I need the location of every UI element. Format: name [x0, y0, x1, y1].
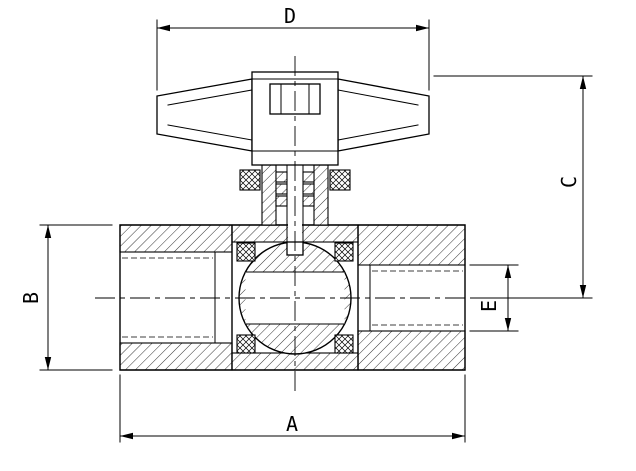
- seat-rings: [236, 242, 354, 354]
- packing-ring-left-1: [275, 171, 288, 183]
- dim-a-arrow-right: [452, 432, 465, 440]
- right-endcap-bottom-wall-hatch: [357, 330, 466, 371]
- left-endcap-top-wall-hatch: [119, 224, 233, 253]
- packing-ring-right-3: [302, 195, 315, 207]
- right-endcap-top-wall-hatch: [357, 224, 466, 266]
- left-endcap-bottom-wall-hatch: [119, 342, 233, 371]
- bonnet-packing: [239, 164, 351, 226]
- dim-d-arrow-right: [416, 24, 429, 32]
- seat-ring-bottom-left: [236, 334, 256, 354]
- dim-b-extension-lines: [39, 224, 113, 371]
- dim-d-label: D: [284, 4, 296, 28]
- dim-e-extension-lines: [469, 264, 519, 332]
- dim-d-arrow-left: [157, 24, 170, 32]
- dim-e-label: E: [477, 300, 501, 312]
- seat-ring-top-right: [334, 242, 354, 262]
- centerlines: [95, 56, 497, 394]
- hex-nut-flats: [280, 83, 310, 115]
- dimension-d: D: [156, 4, 430, 91]
- packing-ring-right-1: [302, 171, 315, 183]
- dim-b-label: B: [19, 292, 43, 304]
- dimension-b: B: [19, 224, 113, 371]
- thread-lines: [122, 257, 463, 338]
- dim-a-extension-lines: [119, 374, 466, 443]
- dim-c-label: C: [557, 176, 581, 188]
- dim-b-arrow-top: [44, 225, 52, 238]
- gland-nut-left-section: [239, 169, 261, 191]
- packing-ring-left-3: [275, 195, 288, 207]
- dim-a-label: A: [286, 412, 298, 436]
- dim-c-arrow-top: [579, 76, 587, 89]
- bonnet-wall-right-hatch: [313, 164, 329, 226]
- packing-ring-right-2: [302, 183, 315, 195]
- dim-a-arrow-left: [120, 432, 133, 440]
- dim-d-extension-lines: [156, 19, 430, 91]
- stem-shaft-edges: [286, 164, 304, 243]
- dimension-c: C: [433, 75, 593, 299]
- dimension-a: A: [119, 374, 466, 443]
- dim-e-arrow-bottom: [504, 318, 512, 331]
- seat-ring-top-left: [236, 242, 256, 262]
- dimension-e: E: [469, 264, 519, 332]
- dim-c-arrow-bottom: [579, 285, 587, 298]
- bonnet-wall-left-hatch: [261, 164, 277, 226]
- gland-nut-right-section: [329, 169, 351, 191]
- dim-c-extension-lines: [433, 75, 593, 299]
- wing-contour-lines: [167, 89, 419, 141]
- dim-e-arrow-top: [504, 265, 512, 278]
- dim-b-arrow-bottom: [44, 357, 52, 370]
- seat-ring-bottom-right: [334, 334, 354, 354]
- packing-ring-left-2: [275, 183, 288, 195]
